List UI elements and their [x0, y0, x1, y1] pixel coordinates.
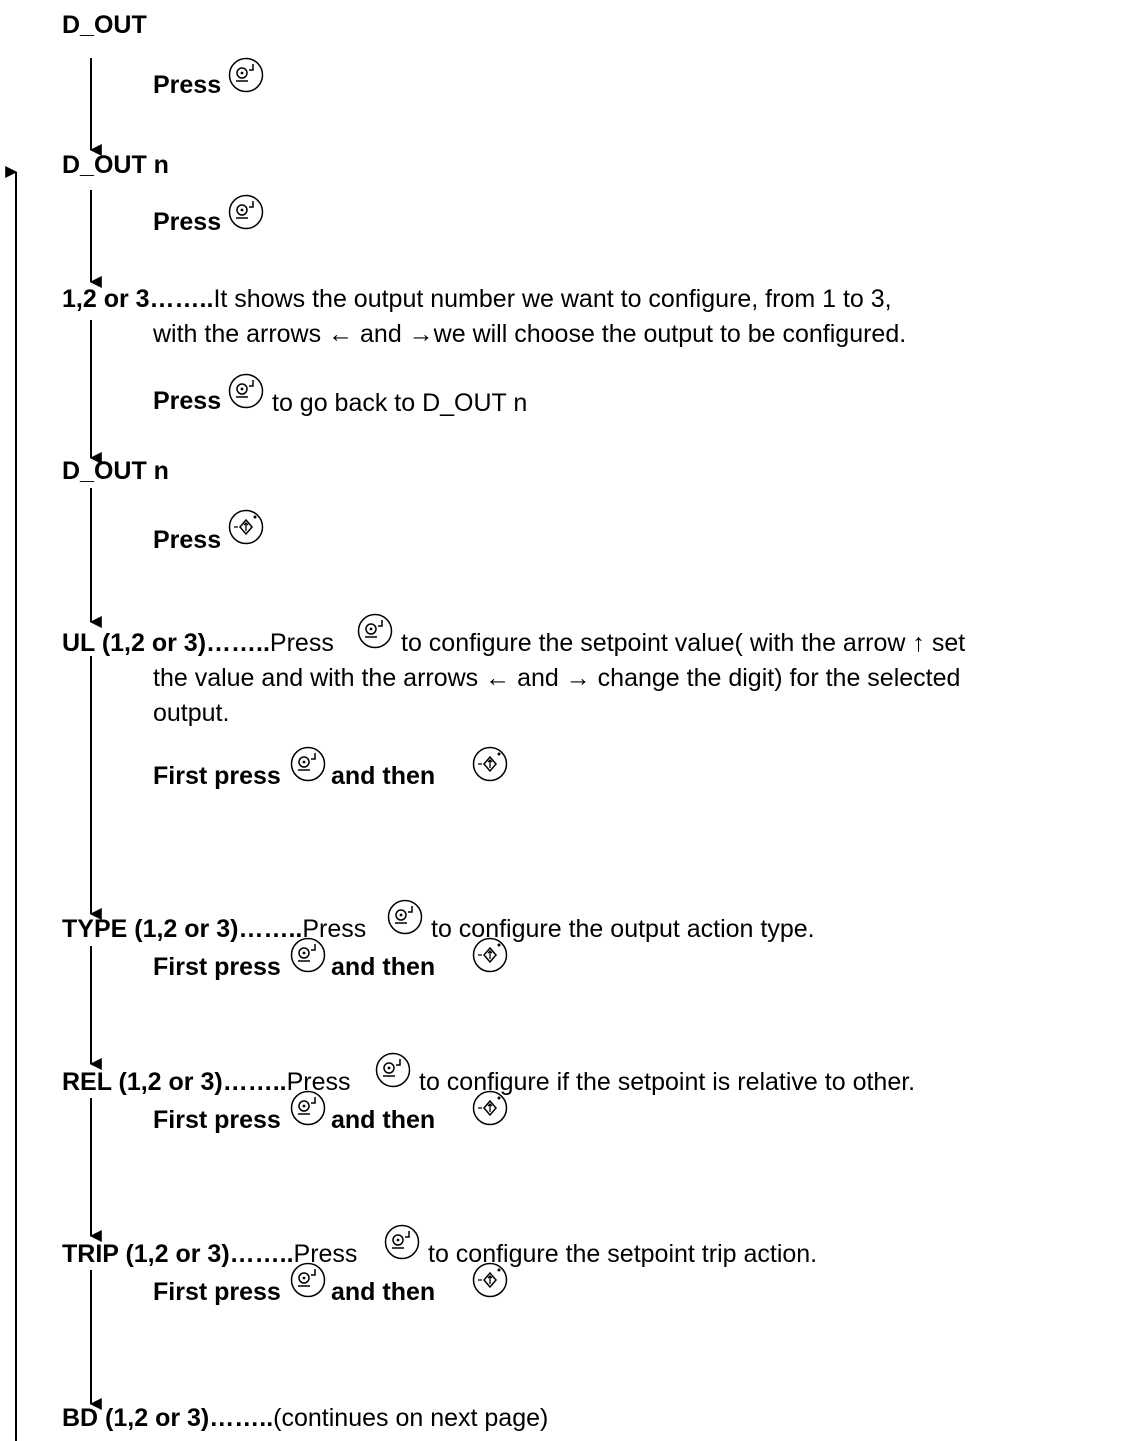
enter-key-icon: [357, 613, 393, 649]
first-press-label: First press: [153, 1278, 281, 1306]
step-row: UL (1,2 or 3)……..Press: [62, 628, 334, 658]
step-description: to configure the output action type.: [431, 915, 815, 943]
step-row: BD (1,2 or 3)……..(continues on next page…: [62, 1403, 548, 1433]
step-description: to go back to D_OUT n: [272, 389, 528, 417]
and-then-label: and then: [331, 953, 436, 981]
enter-key-icon: [228, 57, 264, 93]
shift-key-icon: [228, 509, 264, 545]
step-heading: D_OUT n: [62, 457, 169, 485]
and-then-label: and then: [331, 1106, 436, 1134]
enter-key-icon: [228, 373, 264, 409]
and-then-label: and then: [331, 1278, 436, 1306]
press-label: Press: [153, 526, 222, 554]
shift-key-icon: [472, 1262, 508, 1298]
step-row: REL (1,2 or 3)……..Press: [62, 1067, 351, 1097]
step-description: Press: [286, 1068, 351, 1096]
enter-key-icon: [375, 1052, 411, 1088]
first-press-label: First press: [153, 1106, 281, 1134]
step-description: to configure if the setpoint is relative…: [419, 1068, 916, 1096]
step-heading: D_OUT n: [62, 151, 169, 179]
enter-key-icon: [290, 1262, 326, 1298]
shift-key-icon: [472, 937, 508, 973]
step-description: (continues on next page): [273, 1404, 549, 1432]
step-description: the value and with the arrows ← and → ch…: [153, 664, 961, 692]
step-heading: UL (1,2 or 3)……..: [62, 629, 270, 657]
step-heading: 1,2 or 3……..: [62, 285, 214, 313]
step-heading: TRIP (1,2 or 3)……..: [62, 1240, 294, 1268]
step-description: Press: [302, 915, 367, 943]
enter-key-icon: [290, 746, 326, 782]
enter-key-icon: [290, 937, 326, 973]
shift-key-icon: [472, 1090, 508, 1126]
step-heading: BD (1,2 or 3)……..: [62, 1404, 274, 1432]
step-row: TYPE (1,2 or 3)……..Press: [62, 914, 366, 944]
step-description: It shows the output number we want to co…: [213, 285, 892, 313]
step-row: 1,2 or 3……..It shows the output number w…: [62, 284, 892, 314]
enter-key-icon: [384, 1224, 420, 1260]
step-heading: D_OUT: [62, 11, 147, 39]
step-heading: TYPE (1,2 or 3)……..: [62, 915, 303, 943]
press-label: Press: [153, 387, 222, 415]
and-then-label: and then: [331, 762, 436, 790]
enter-key-icon: [290, 1090, 326, 1126]
first-press-label: First press: [153, 953, 281, 981]
step-description: with the arrows ← and →we will choose th…: [153, 320, 907, 348]
step-heading: REL (1,2 or 3)……..: [62, 1068, 287, 1096]
enter-key-icon: [228, 194, 264, 230]
shift-key-icon: [472, 746, 508, 782]
first-press-label: First press: [153, 762, 281, 790]
enter-key-icon: [387, 899, 423, 935]
press-label: Press: [153, 208, 222, 236]
step-description: Press: [269, 629, 334, 657]
step-description: to configure the setpoint value( with th…: [401, 629, 966, 657]
step-description: output.: [153, 699, 230, 727]
press-label: Press: [153, 71, 222, 99]
